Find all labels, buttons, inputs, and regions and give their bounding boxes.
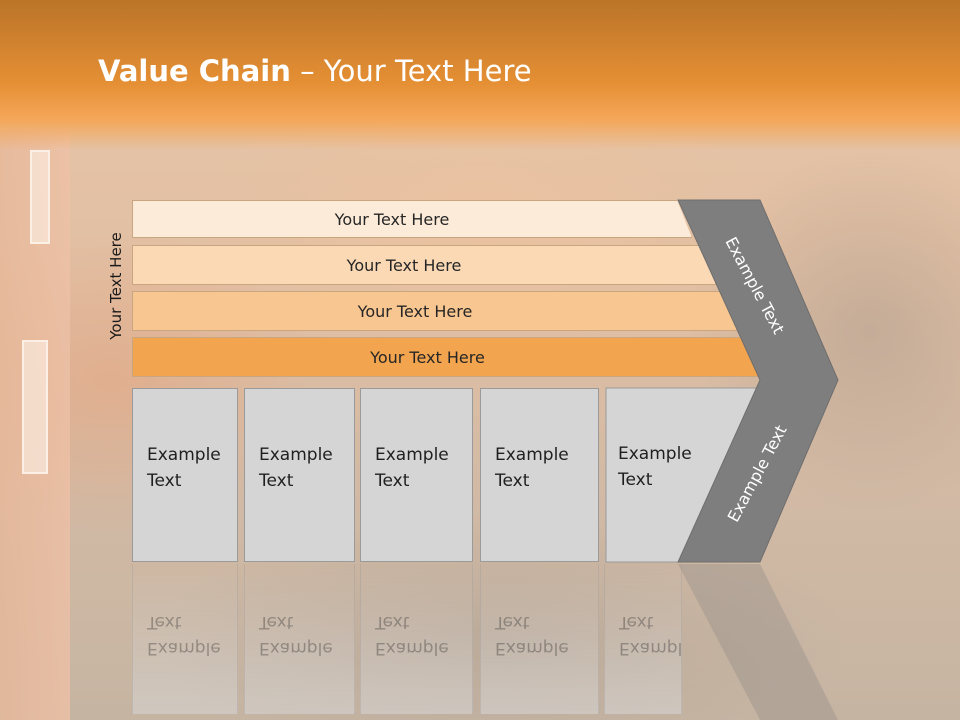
box-4-label: Example Text	[495, 445, 569, 491]
background-window	[30, 150, 50, 244]
chevron-reflection	[678, 564, 838, 720]
box-5[interactable]: Example Text	[604, 388, 692, 562]
reflection-text: Example Text	[495, 612, 569, 658]
box-3[interactable]: Example Text	[360, 388, 473, 562]
title-bar	[0, 0, 960, 150]
box-3-reflection: Example Text	[360, 564, 473, 714]
box-1-reflection: Example Text	[132, 564, 238, 714]
slide-title-rest: – Your Text Here	[290, 54, 532, 88]
box-4-reflection: Example Text	[480, 564, 599, 714]
box-4[interactable]: Example Text	[480, 388, 599, 562]
band-3-label: Your Text Here	[357, 301, 473, 321]
reflection-text: Example Text	[375, 612, 449, 658]
band-1-label: Your Text Here	[334, 209, 450, 229]
slide-title-bold: Value Chain	[98, 54, 291, 88]
band-4-label: Your Text Here	[370, 347, 485, 367]
box-5-reflection: Example Text	[604, 564, 682, 714]
box-3-label: Example Text	[375, 445, 449, 491]
band-3[interactable]: Your Text Here	[132, 291, 738, 331]
band-2[interactable]: Your Text Here	[132, 245, 716, 285]
box-2[interactable]: Example Text	[244, 388, 355, 562]
band-1[interactable]: Your Text Here	[132, 200, 692, 238]
box-2-label: Example Text	[259, 445, 333, 491]
band-4[interactable]: Your Text Here	[132, 337, 763, 377]
reflection-text: Example Text	[619, 612, 682, 658]
chevron-shape	[677, 199, 839, 563]
box-1[interactable]: Example Text	[132, 388, 238, 562]
band-2-label: Your Text Here	[346, 255, 462, 275]
reflection-text: Example Text	[259, 612, 333, 658]
box-1-label: Example Text	[147, 445, 221, 491]
reflection-text: Example Text	[147, 612, 221, 658]
box-5-label: Example Text	[618, 444, 692, 490]
box-2-reflection: Example Text	[244, 564, 355, 714]
slide-title[interactable]: Value Chain – Your Text Here	[98, 54, 532, 88]
background-window	[22, 340, 48, 474]
